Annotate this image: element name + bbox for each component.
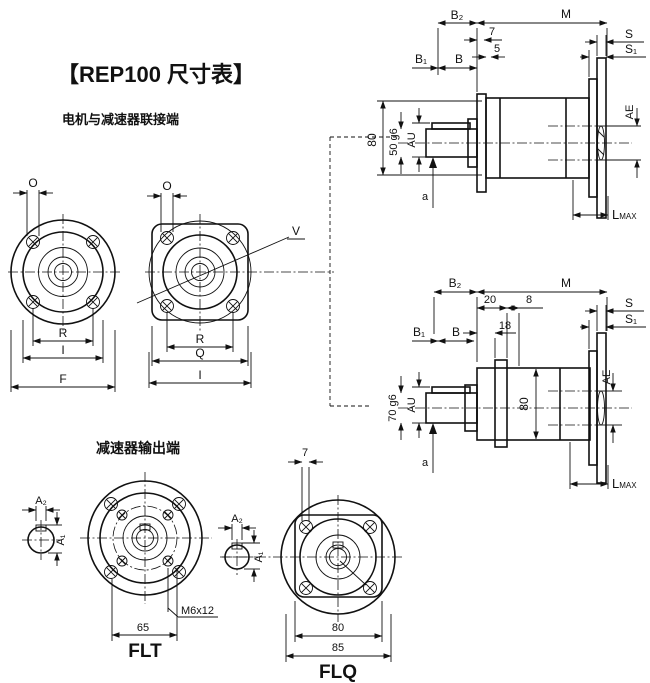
dim-label-65: 65	[137, 622, 149, 634]
dim-label-b1: B₁	[413, 325, 425, 339]
dim-label-7: 7	[489, 26, 495, 38]
dim-label-shaft-dia: 50 g6	[388, 128, 400, 156]
dim-label-r: R	[59, 326, 68, 340]
thread-callout: M6x12	[181, 605, 214, 617]
dim-label-a2: A₂	[35, 495, 47, 507]
flt-view-title: FLT	[128, 641, 162, 662]
dim-label-i: I	[61, 343, 64, 357]
motor-side-view: B₂ M 7 5 S S₁ B₁ B 80 50 g6	[365, 7, 646, 222]
flt-output-flange-view: A₂ A₁ 65 M6x12 FLT	[22, 472, 218, 662]
page-title: 【REP100 尺寸表】	[57, 62, 255, 87]
dim-label-85: 85	[332, 642, 344, 654]
dim-label-80: 80	[332, 622, 344, 634]
dim-label-r: R	[196, 332, 205, 346]
dim-label-80: 80	[517, 397, 531, 411]
dim-label-b: B	[452, 325, 460, 339]
dim-label-b2: B₂	[449, 276, 462, 290]
dim-label-a1: A₁	[253, 551, 265, 562]
dim-label-i: I	[198, 368, 201, 382]
dim-label-q: Q	[195, 346, 204, 360]
dim-label-lmax: LMAX	[612, 476, 637, 491]
square-flange-front-view: V O R Q I	[136, 179, 334, 388]
dim-label-18: 18	[499, 320, 511, 332]
dim-label-au: AU	[406, 132, 418, 147]
dim-label-s1: S₁	[625, 312, 637, 326]
dim-label-ae: AE	[601, 370, 613, 385]
dim-label-7: 7	[302, 447, 308, 459]
dim-label-b2: B₂	[451, 8, 464, 22]
dim-label-8: 8	[526, 294, 532, 306]
dim-label-au: AU	[406, 397, 418, 412]
output-flange-plate	[596, 57, 607, 219]
flq-output-flange-view: 7 A₂ A₁ 80 85 FLQ	[218, 447, 402, 683]
dim-label-shaft-dia: 70 g6	[387, 394, 399, 422]
dim-label-s: S	[625, 27, 633, 41]
round-flange-front-view: O R I F	[8, 176, 120, 392]
flq-view-title: FLQ	[319, 662, 357, 683]
dim-label-s: S	[625, 296, 633, 310]
dim-label-f: F	[59, 372, 66, 386]
dim-label-s1: S₁	[625, 42, 637, 56]
dim-label-m: M	[561, 276, 571, 290]
dim-label-20: 20	[484, 294, 496, 306]
dim-label-b1: B₁	[415, 52, 427, 66]
dim-label-a: a	[422, 457, 429, 469]
dim-label-b: B	[455, 52, 463, 66]
dim-label-m: M	[561, 7, 571, 21]
mounting-ring	[494, 359, 508, 448]
dim-label-a1: A₁	[55, 534, 67, 545]
motor-end-caption: 电机与减速器联接端	[62, 112, 179, 127]
dim-label-v: V	[292, 224, 300, 238]
shaft-key	[431, 122, 471, 130]
dim-label-ae: AE	[624, 105, 636, 120]
gearbox-body	[485, 97, 590, 179]
output-end-caption: 减速器输出端	[96, 440, 180, 456]
dim-label-a: a	[422, 191, 429, 203]
dim-label-5: 5	[494, 43, 500, 55]
dim-label-80: 80	[365, 133, 379, 147]
projection-link-lines	[329, 136, 396, 407]
dim-label-o: O	[28, 176, 37, 190]
shaft-key	[431, 386, 471, 394]
gearbox-body	[476, 367, 591, 441]
dim-label-a2: A₂	[231, 513, 243, 525]
dim-label-o: O	[162, 179, 171, 193]
dim-label-lmax: LMAX	[612, 207, 637, 222]
output-hub	[588, 78, 598, 198]
header: 【REP100 尺寸表】 电机与减速器联接端 减速器输出端	[57, 62, 255, 456]
output-side-view: 80 B₂ M 20 8 18 B₁ B S	[387, 276, 646, 491]
